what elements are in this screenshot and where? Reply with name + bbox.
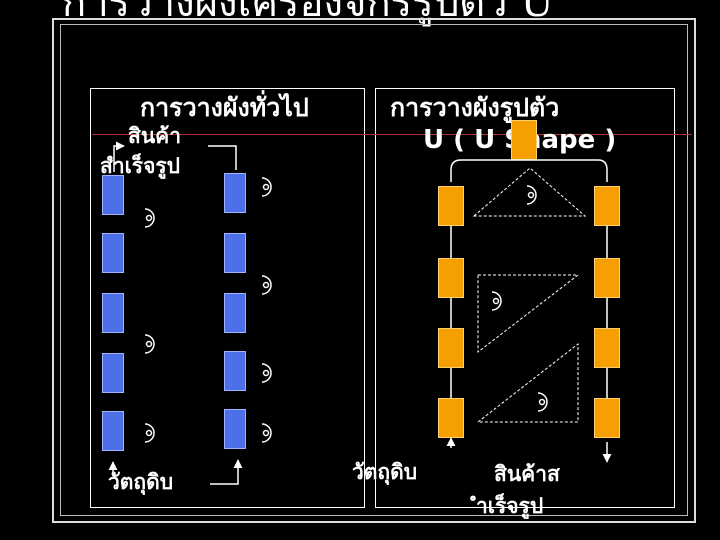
- red-divider-line: [92, 134, 692, 135]
- machine-blue: [224, 351, 246, 391]
- right-finished-label-line1: สินค้าส: [494, 462, 560, 486]
- machine-orange: [438, 258, 464, 298]
- left-panel-title: การวางผังทั่วไป: [140, 93, 309, 122]
- machine-orange: [511, 120, 537, 160]
- machine-orange: [594, 398, 620, 438]
- machine-blue: [224, 409, 246, 449]
- machine-blue: [102, 175, 124, 215]
- machine-orange: [594, 258, 620, 298]
- right-input-label: วัตถุดิบ: [352, 460, 418, 484]
- machine-orange: [438, 186, 464, 226]
- machine-orange: [438, 328, 464, 368]
- left-panel-frame: [90, 88, 365, 508]
- outer-frame: [52, 18, 696, 523]
- arrow-icon: [113, 141, 125, 172]
- left-input-label: วัตถุดิบ: [108, 470, 174, 494]
- machine-blue: [102, 233, 124, 273]
- machine-orange: [594, 186, 620, 226]
- worker-icon: [144, 177, 272, 443]
- machine-blue: [102, 353, 124, 393]
- machine-blue: [224, 293, 246, 333]
- right-finished-label-line2: ำเร็จรูป: [476, 494, 544, 518]
- right-panel-title: การวางผังรูปตัว: [390, 93, 560, 122]
- worker-icon: [491, 185, 548, 412]
- worker-path: [477, 274, 580, 354]
- arrow-line: [208, 145, 237, 170]
- machine-orange: [594, 328, 620, 368]
- arrow-icon: [210, 459, 243, 485]
- inner-frame: [60, 24, 688, 516]
- machine-blue: [102, 293, 124, 333]
- machine-blue: [224, 173, 246, 213]
- worker-path: [476, 342, 579, 423]
- right-panel-frame: [375, 88, 675, 508]
- slide-title: การวางผังเครื่องจักรรูปตัว U: [62, 0, 554, 26]
- machine-blue: [102, 411, 124, 451]
- u-flow-line: [450, 159, 608, 182]
- machine-blue: [224, 233, 246, 273]
- worker-path: [472, 167, 587, 217]
- left-finished-label-line1: สินค้า: [128, 124, 182, 148]
- machine-orange: [438, 398, 464, 438]
